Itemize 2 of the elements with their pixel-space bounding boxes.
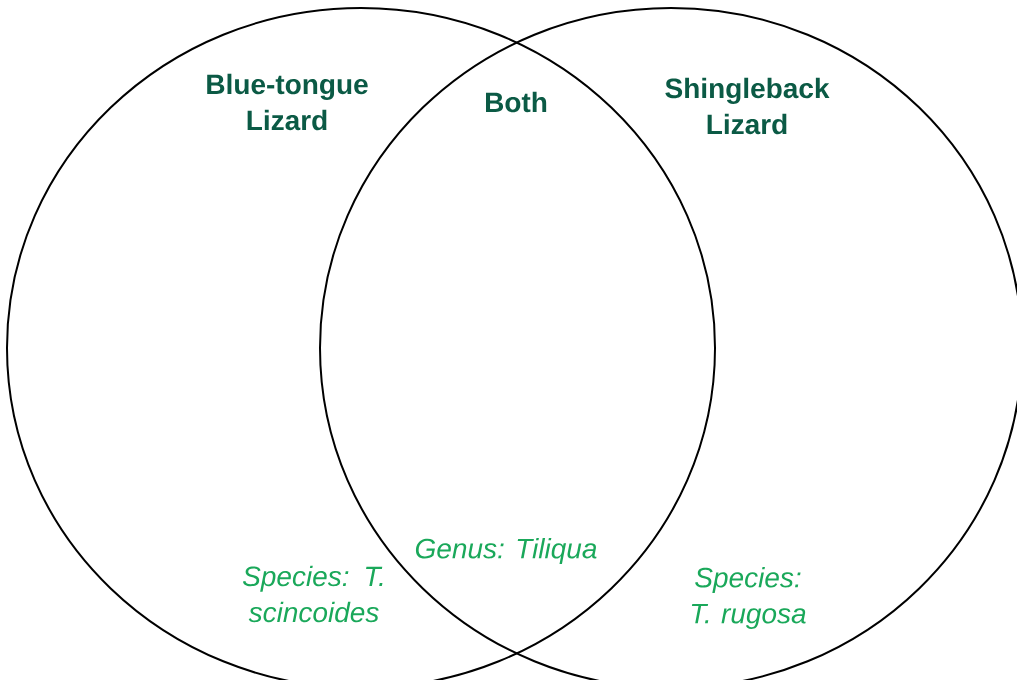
- heading: Both: [486, 91, 547, 113]
- label: Genus: Tiliqua: [415, 537, 597, 565]
